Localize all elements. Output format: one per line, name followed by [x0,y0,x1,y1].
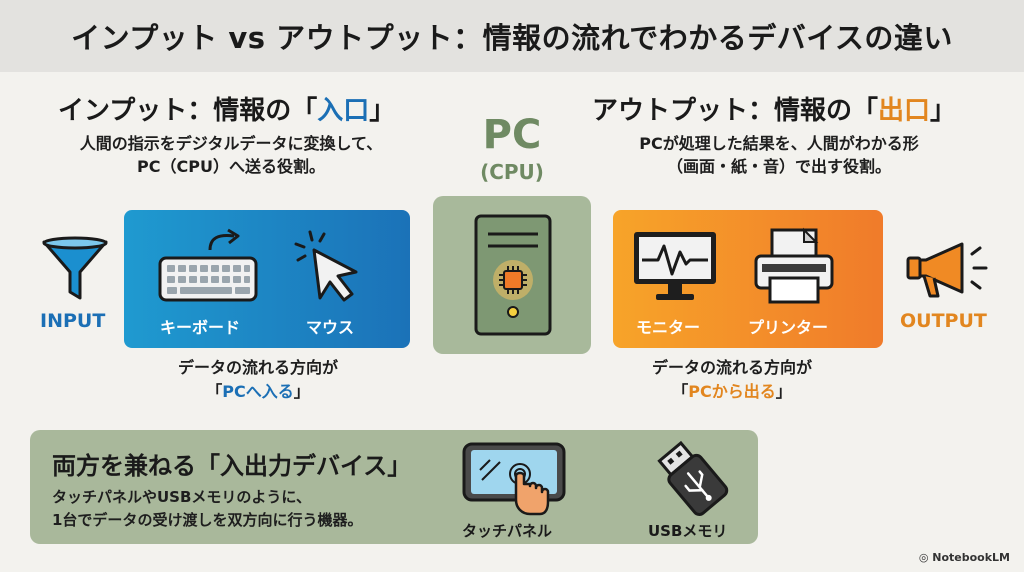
usb-memory-label: USBメモリ [648,522,728,540]
brand-label: NotebookLM [932,551,1010,564]
output-flow-caption: データの流れる方向が 「PCから出る」 [632,356,832,404]
usb-memory-icon [657,440,729,516]
output-flow-key: PCから出る [688,382,776,401]
touch-panel-icon [462,442,566,516]
input-flow-caption: データの流れる方向が 「PCへ入る」 [158,356,358,404]
input-flow-key: PCへ入る [222,382,294,401]
output-flow-close: 」 [775,382,792,401]
keyboard-icon [158,228,258,302]
monitor-label: モニター [636,318,701,337]
io-devices-description: タッチパネルやUSBメモリのように、 1台でデータの受け渡しを双方向に行う機器。 [52,486,362,533]
input-heading: インプット：情報の「入口」 [58,90,395,127]
output-heading-open: 「 [852,96,879,126]
output-heading: アウトプット：情報の「出口」 [592,90,956,127]
page-title: インプット vs アウトプット：情報の流れでわかるデバイスの違い [71,21,953,55]
input-desc-line1: 人間の指示をデジタルデータに変換して、 [79,134,383,153]
brand-watermark: ◎ NotebookLM [919,551,1010,564]
output-side-label: OUTPUT [900,310,987,332]
output-description: PCが処理した結果を、人間がわかる形 （画面・紙・音）で出す役割。 [604,132,954,178]
output-flow-open: 「 [672,382,689,401]
touch-panel-label: タッチパネル [462,522,553,540]
pc-tower-icon [474,214,552,336]
input-flow-line1: データの流れる方向が [177,358,338,377]
mouse-cursor-icon [294,230,358,302]
printer-label: プリンター [748,318,829,337]
output-heading-key: 出口 [878,96,931,126]
output-heading-close: 」 [930,96,957,126]
input-desc-line2: PC（CPU）へ送る役割。 [137,157,325,177]
brand-logo-icon: ◎ [918,551,933,564]
input-heading-key: 入口 [317,96,370,126]
funnel-icon [42,236,108,300]
input-heading-open: 「 [291,96,318,126]
input-heading-prefix: インプット：情報の [58,96,292,126]
input-heading-close: 」 [369,96,396,126]
output-heading-prefix: アウトプット：情報の [592,96,853,126]
pc-label: PC [482,112,542,158]
io-desc-line2: 1台でデータの受け渡しを双方向に行う機器。 [52,511,363,530]
output-flow-line1: データの流れる方向が [651,358,812,377]
io-devices-title: 両方を兼ねる「入出力デバイス」 [52,452,412,480]
title-bar: インプット vs アウトプット：情報の流れでわかるデバイスの違い [0,0,1024,72]
megaphone-icon [906,242,988,298]
printer-icon [754,227,834,304]
input-flow-open: 「 [206,382,223,401]
input-side-label: INPUT [40,310,106,332]
io-devices-panel [30,430,758,544]
input-flow-close: 」 [293,382,310,401]
pc-sublabel: (CPU) [480,160,544,184]
io-desc-line1: タッチパネルやUSBメモリのように、 [52,488,311,506]
input-description: 人間の指示をデジタルデータに変換して、 PC（CPU）へ送る役割。 [46,132,416,178]
output-desc-line1: PCが処理した結果を、人間がわかる形 [639,134,919,153]
monitor-icon [634,232,716,300]
keyboard-label: キーボード [160,318,241,337]
output-desc-line2: （画面・紙・音）で出す役割。 [666,157,891,177]
mouse-label: マウス [306,318,355,337]
